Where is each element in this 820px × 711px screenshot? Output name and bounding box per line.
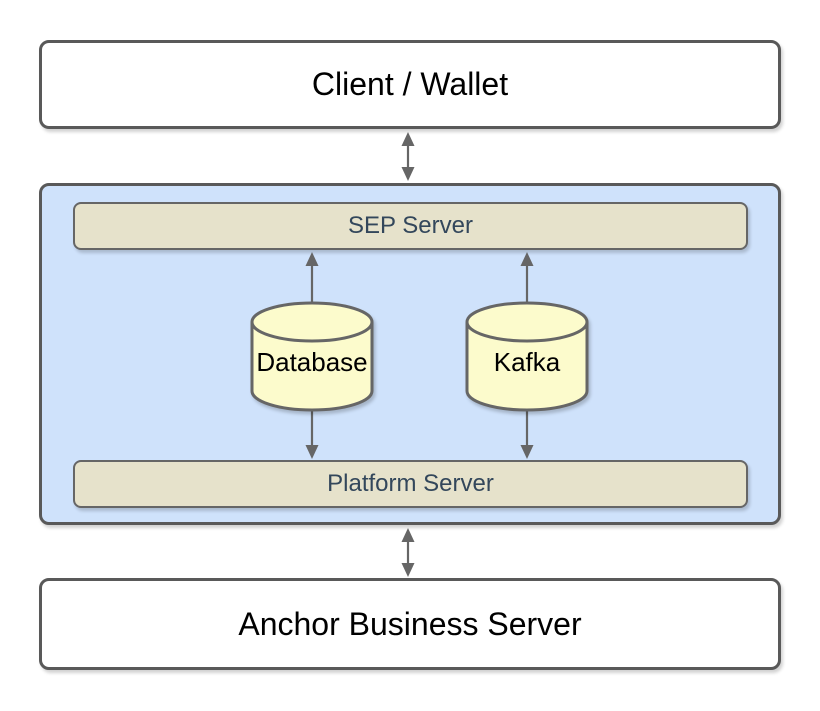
arrowhead-up-icon: [401, 528, 415, 542]
arrowhead-down-icon: [401, 563, 415, 577]
node-client-wallet: Client / Wallet: [39, 40, 781, 129]
node-sep-server: SEP Server: [73, 202, 748, 250]
anchor-business-server-label: Anchor Business Server: [238, 605, 582, 642]
edge-client-container-arrow: [401, 132, 415, 181]
client-wallet-label: Client / Wallet: [311, 66, 509, 102]
node-anchor-business-server: Anchor Business Server: [39, 578, 781, 670]
edge-container-anchor-arrow: [401, 528, 415, 577]
sep-server-label: SEP Server: [348, 212, 473, 239]
kafka-label: Kafka: [493, 347, 561, 377]
database-label: Database: [256, 347, 368, 377]
arrowhead-down-icon: [401, 167, 415, 181]
arrowhead-up-icon: [401, 132, 415, 146]
node-platform-server: Platform Server: [73, 460, 748, 508]
platform-server-label: Platform Server: [327, 470, 494, 497]
